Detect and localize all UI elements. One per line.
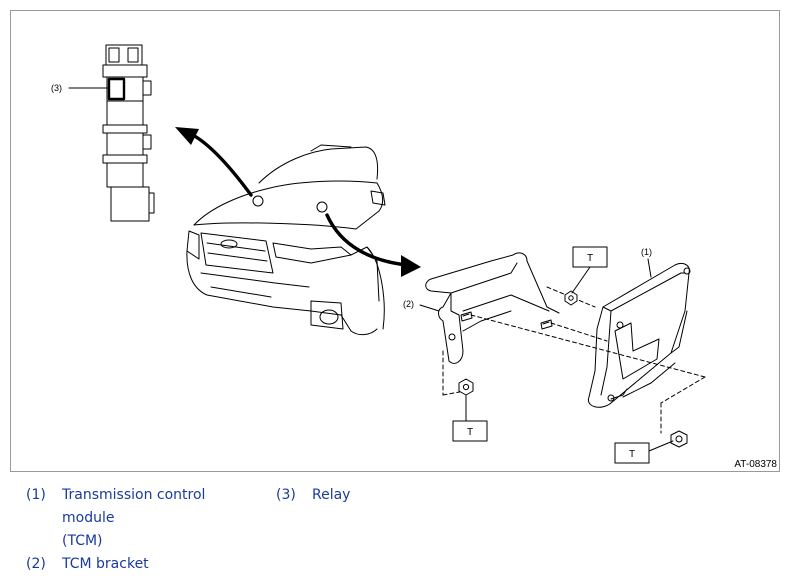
nut-left <box>458 378 474 396</box>
tcm-leader-line <box>647 258 652 278</box>
torque-box-left <box>452 420 488 442</box>
legend-number: (1) <box>26 487 46 503</box>
relay-highlight <box>107 77 126 101</box>
legend-text: (TCM) <box>62 533 103 549</box>
tcm-bracket-drawing <box>425 252 560 364</box>
arrow-head-relay <box>175 127 199 145</box>
figure-reference-code: AT-08378 <box>734 459 777 470</box>
torque-label-right: T <box>629 449 635 460</box>
legend-text: Transmission control module <box>62 487 206 526</box>
bracket-leader-line <box>419 304 440 312</box>
arrow-to-relay <box>187 131 253 197</box>
tcm-module-drawing <box>587 262 691 408</box>
tcm-location-point <box>316 201 328 213</box>
relay-callout: (3) <box>51 83 62 93</box>
bracket-callout: (2) <box>403 299 414 309</box>
legend-row-1-continued: (TCM) <box>26 530 766 553</box>
torque-label-left: T <box>467 427 473 438</box>
legend-text: TCM bracket <box>62 556 149 572</box>
legend-row-1: (1) Transmission control module (3) Rela… <box>26 484 766 530</box>
legend-number: (3) <box>276 487 296 503</box>
legend-text: Relay <box>312 487 351 503</box>
legend: (1) Transmission control module (3) Rela… <box>26 484 766 576</box>
arrow-head-tcm <box>401 255 421 277</box>
diagram-figure: (3) (1) (2) T T T AT-08378 <box>10 10 780 472</box>
tcm-callout: (1) <box>641 247 652 257</box>
legend-number: (2) <box>26 556 46 572</box>
alignment-lines <box>442 286 706 434</box>
torque-leader-right <box>648 440 674 452</box>
arrow-to-tcm <box>325 213 409 267</box>
diagram-svg: (3) (1) (2) T T T AT-08378 <box>51 44 777 470</box>
relay-location-point <box>252 195 264 207</box>
torque-label-top: T <box>587 253 593 264</box>
relay-block-drawing <box>102 44 155 222</box>
torque-box-right <box>614 442 650 464</box>
nut-right <box>670 430 688 448</box>
car-drawing <box>186 144 386 336</box>
legend-row-2: (2) TCM bracket <box>26 553 766 576</box>
nut-top <box>564 290 578 306</box>
torque-leader-top <box>571 266 591 294</box>
